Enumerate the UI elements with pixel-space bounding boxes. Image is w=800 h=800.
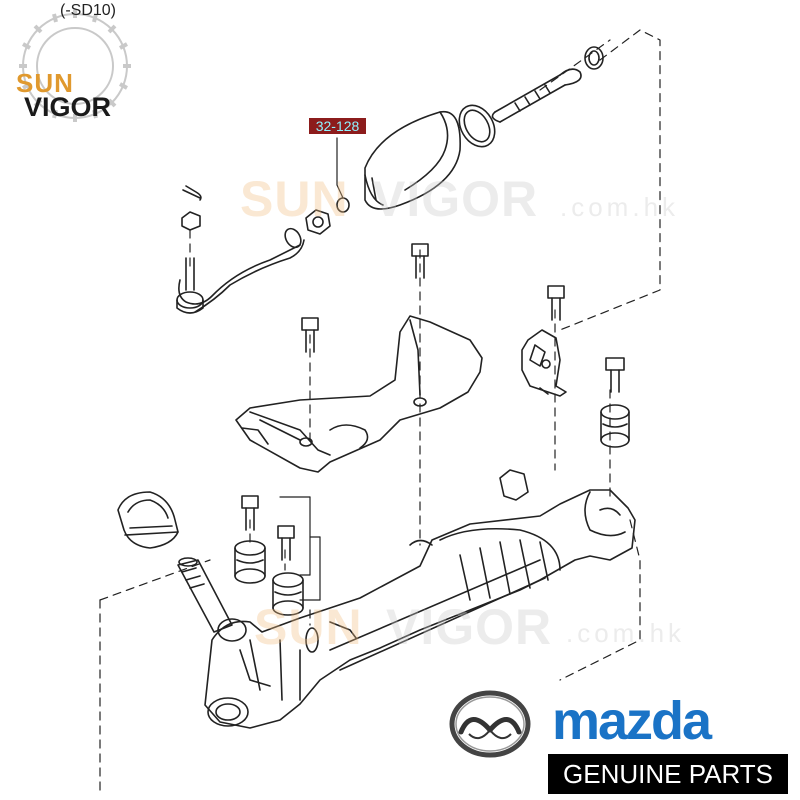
- cotter-pin: [182, 185, 202, 201]
- bolt-left-mount-2: [277, 525, 295, 561]
- bushing-left-2: [272, 572, 304, 616]
- rack-bracket-right: [521, 329, 567, 397]
- bolt-right-bracket: [547, 285, 565, 321]
- bushing-right: [600, 404, 630, 448]
- logo-text-sun: SUN: [16, 68, 74, 98]
- pinion-shaft: [177, 557, 233, 633]
- model-code-label: (-SD10): [60, 2, 117, 19]
- o-ring-32-128: [336, 197, 350, 213]
- genuine-parts-badge: GENUINE PARTS: [548, 754, 788, 794]
- steering-gear-housing: [204, 469, 636, 729]
- steering-boot: [364, 110, 461, 210]
- sun-vigor-logo: SUN VIGOR: [10, 4, 140, 130]
- inner-tie-rod: [491, 68, 582, 123]
- bushing-left-1: [234, 540, 266, 584]
- logo-text-vigor: VIGOR: [24, 92, 112, 122]
- mazda-wordmark: mazda: [552, 691, 712, 751]
- lock-nut: [305, 209, 331, 235]
- input-cover-seal: [117, 491, 179, 549]
- bolt-far-right: [605, 357, 625, 393]
- bolt-left-mount: [241, 495, 259, 531]
- mazda-emblem-icon: [449, 690, 531, 758]
- bolt-upper-center: [411, 243, 429, 279]
- tie-rod-end: [176, 227, 305, 314]
- tie-rod-ring: [584, 46, 604, 70]
- heat-shield-plate: [235, 315, 483, 473]
- part-callout-32-128[interactable]: 32-128: [309, 118, 366, 134]
- bolt-left-bracket: [301, 317, 319, 353]
- castle-nut: [181, 211, 201, 231]
- gear-icon: [19, 10, 131, 122]
- boot-clamp-ring: [458, 104, 496, 148]
